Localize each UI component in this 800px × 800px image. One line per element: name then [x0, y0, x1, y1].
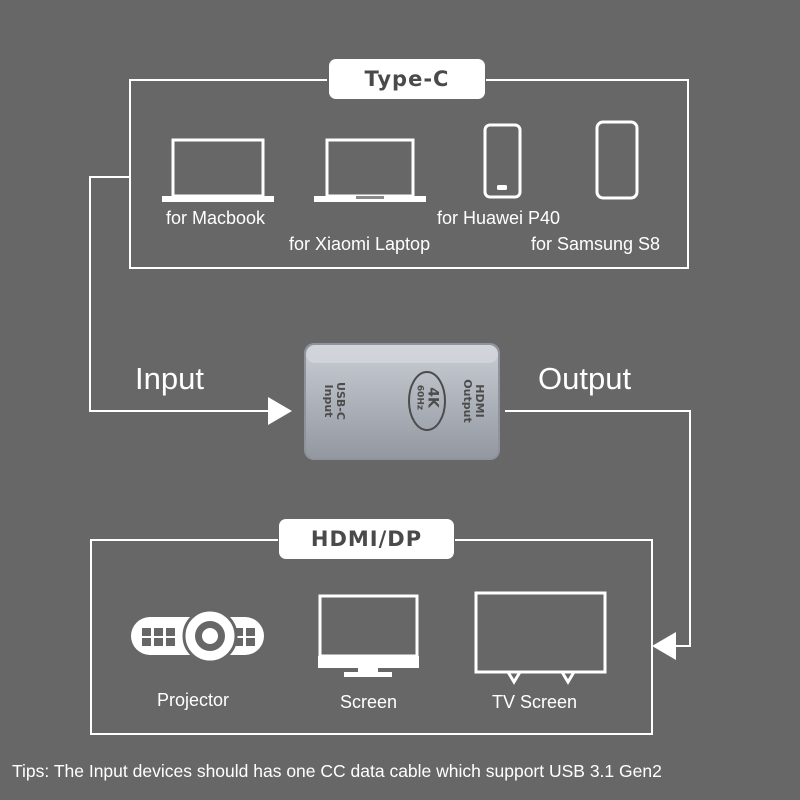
adapter-input-line1: USB-C	[334, 382, 347, 420]
adapter-badge-outline	[408, 371, 446, 431]
type-c-box-frame	[129, 79, 689, 269]
adapter-badge-line2: 60Hz	[414, 384, 425, 411]
adapter-output-text: HDMI Output	[461, 378, 486, 424]
adapter-output-line1: HDMI	[473, 384, 486, 418]
device-label-huawei-p40: for Huawei P40	[437, 208, 561, 228]
adapter-input-line2: Input	[322, 384, 335, 418]
usb-c-hdmi-adapter	[304, 343, 500, 460]
adapter-badge-text: 4K 60Hz	[414, 376, 441, 420]
type-c-title: Type-C	[329, 59, 485, 99]
input-connector-line	[89, 176, 268, 412]
device-label-samsung-s8: for Samsung S8	[531, 234, 661, 254]
adapter-badge-line1: 4K	[424, 387, 441, 408]
device-label-screen: Screen	[340, 692, 398, 712]
tv-icon	[474, 591, 607, 685]
output-arrow-icon	[652, 632, 676, 660]
hdmi-dp-title: HDMI/DP	[279, 519, 454, 559]
macbook-laptop-icon	[162, 138, 274, 202]
device-label-xiaomi-laptop: for Xiaomi Laptop	[289, 234, 431, 254]
device-label-macbook: for Macbook	[166, 208, 266, 228]
output-connector-line	[505, 410, 691, 647]
adapter-input-text: USB-C Input	[322, 379, 347, 423]
adapter-output-line2: Output	[461, 379, 474, 423]
monitor-icon	[318, 594, 419, 677]
input-arrow-icon	[268, 397, 292, 425]
samsung-phone-icon	[595, 120, 639, 200]
output-label: Output	[538, 361, 632, 396]
tips-text: Tips: The Input devices should has one C…	[12, 761, 662, 781]
xiaomi-laptop-icon	[314, 138, 426, 202]
input-label: Input	[135, 361, 204, 396]
device-label-tv-screen: TV Screen	[492, 692, 578, 712]
hdmi-box-frame	[90, 539, 653, 735]
device-label-projector: Projector	[157, 690, 230, 710]
projector-icon	[131, 608, 264, 664]
huawei-phone-icon	[483, 123, 522, 199]
